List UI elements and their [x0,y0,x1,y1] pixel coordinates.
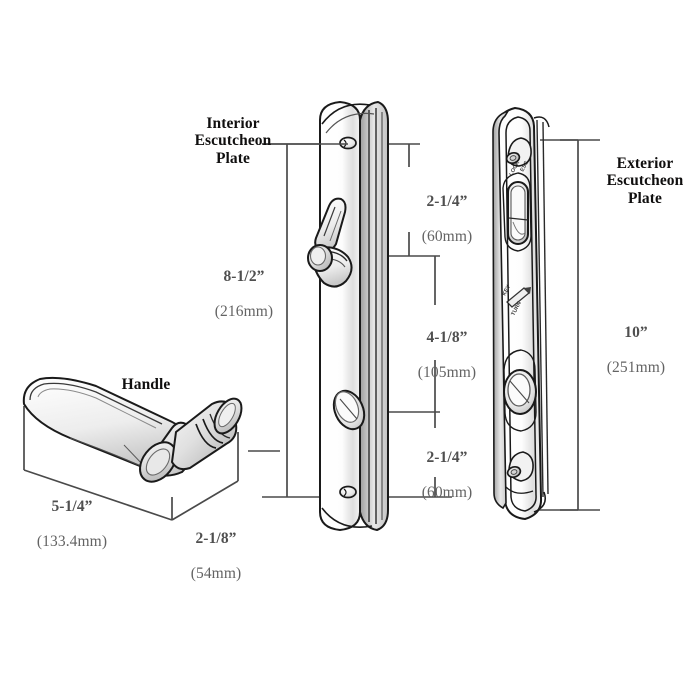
dimension-lines [23,139,600,521]
interior-escutcheon-plate [307,100,389,532]
dimension-top-to-thumbturn: 2-1/4” (60mm) [406,176,488,263]
dimension-handle-projection-metric: (54mm) [190,565,242,583]
dimension-plate-height-imperial: 8-1/2” [223,268,265,286]
lever-aperture [502,172,532,252]
dimension-exterior-height: 10” (251mm) [589,307,683,394]
svg-text:ESC: ESC [519,160,530,173]
exterior-escutcheon-plate: KEY TURN LOCK ESC [492,106,550,521]
dimension-keyhole-to-bottom-imperial: 2-1/4” [426,449,468,467]
dimension-handle-projection-imperial: 2-1/8” [195,530,237,548]
dimension-top-to-thumbturn-metric: (60mm) [421,228,473,246]
dimension-handle-length-imperial: 5-1/4” [51,498,93,516]
dimension-plate-height-metric: (216mm) [214,303,274,321]
screw-hole-top [339,136,357,150]
dim-line-handle-projection [171,480,239,521]
dimension-exterior-height-metric: (251mm) [606,359,666,377]
screw-hole-bottom [339,485,357,499]
dimension-keyhole-to-bottom: 2-1/4” (60mm) [406,432,488,519]
door-lever-handle [22,376,243,483]
embossed-marking: KEY TURN [501,284,531,317]
screw-boss-top [505,137,532,167]
dim-line-handle-length [23,469,173,521]
label-handle: Handle [121,376,171,393]
svg-text:KEY: KEY [501,284,512,297]
dimension-handle-projection: 2-1/8” (54mm) [168,513,264,600]
label-interior-escutcheon-plate: Interior Escutcheon Plate [194,115,272,167]
dimension-thumbturn-to-keyhole: 4-1/8” (105mm) [400,312,494,399]
dimension-thumbturn-to-keyhole-metric: (105mm) [417,364,477,382]
screw-boss-bottom [505,451,534,494]
dimension-keyhole-to-bottom-metric: (60mm) [421,484,473,502]
oval-keyhole [332,389,366,431]
dimension-handle-length: 5-1/4” (133.4mm) [8,481,136,568]
cylinder-boss [503,349,537,432]
dimension-thumbturn-to-keyhole-imperial: 4-1/8” [426,329,468,347]
dimension-exterior-height-imperial: 10” [624,324,648,342]
thumbturn-lever [307,197,353,288]
label-exterior-escutcheon-plate: Exterior Escutcheon Plate [606,155,684,207]
dimension-handle-length-metric: (133.4mm) [36,533,108,551]
dimension-top-to-thumbturn-imperial: 2-1/4” [426,193,468,211]
dimension-plate-height: 8-1/2” (216mm) [196,251,292,338]
